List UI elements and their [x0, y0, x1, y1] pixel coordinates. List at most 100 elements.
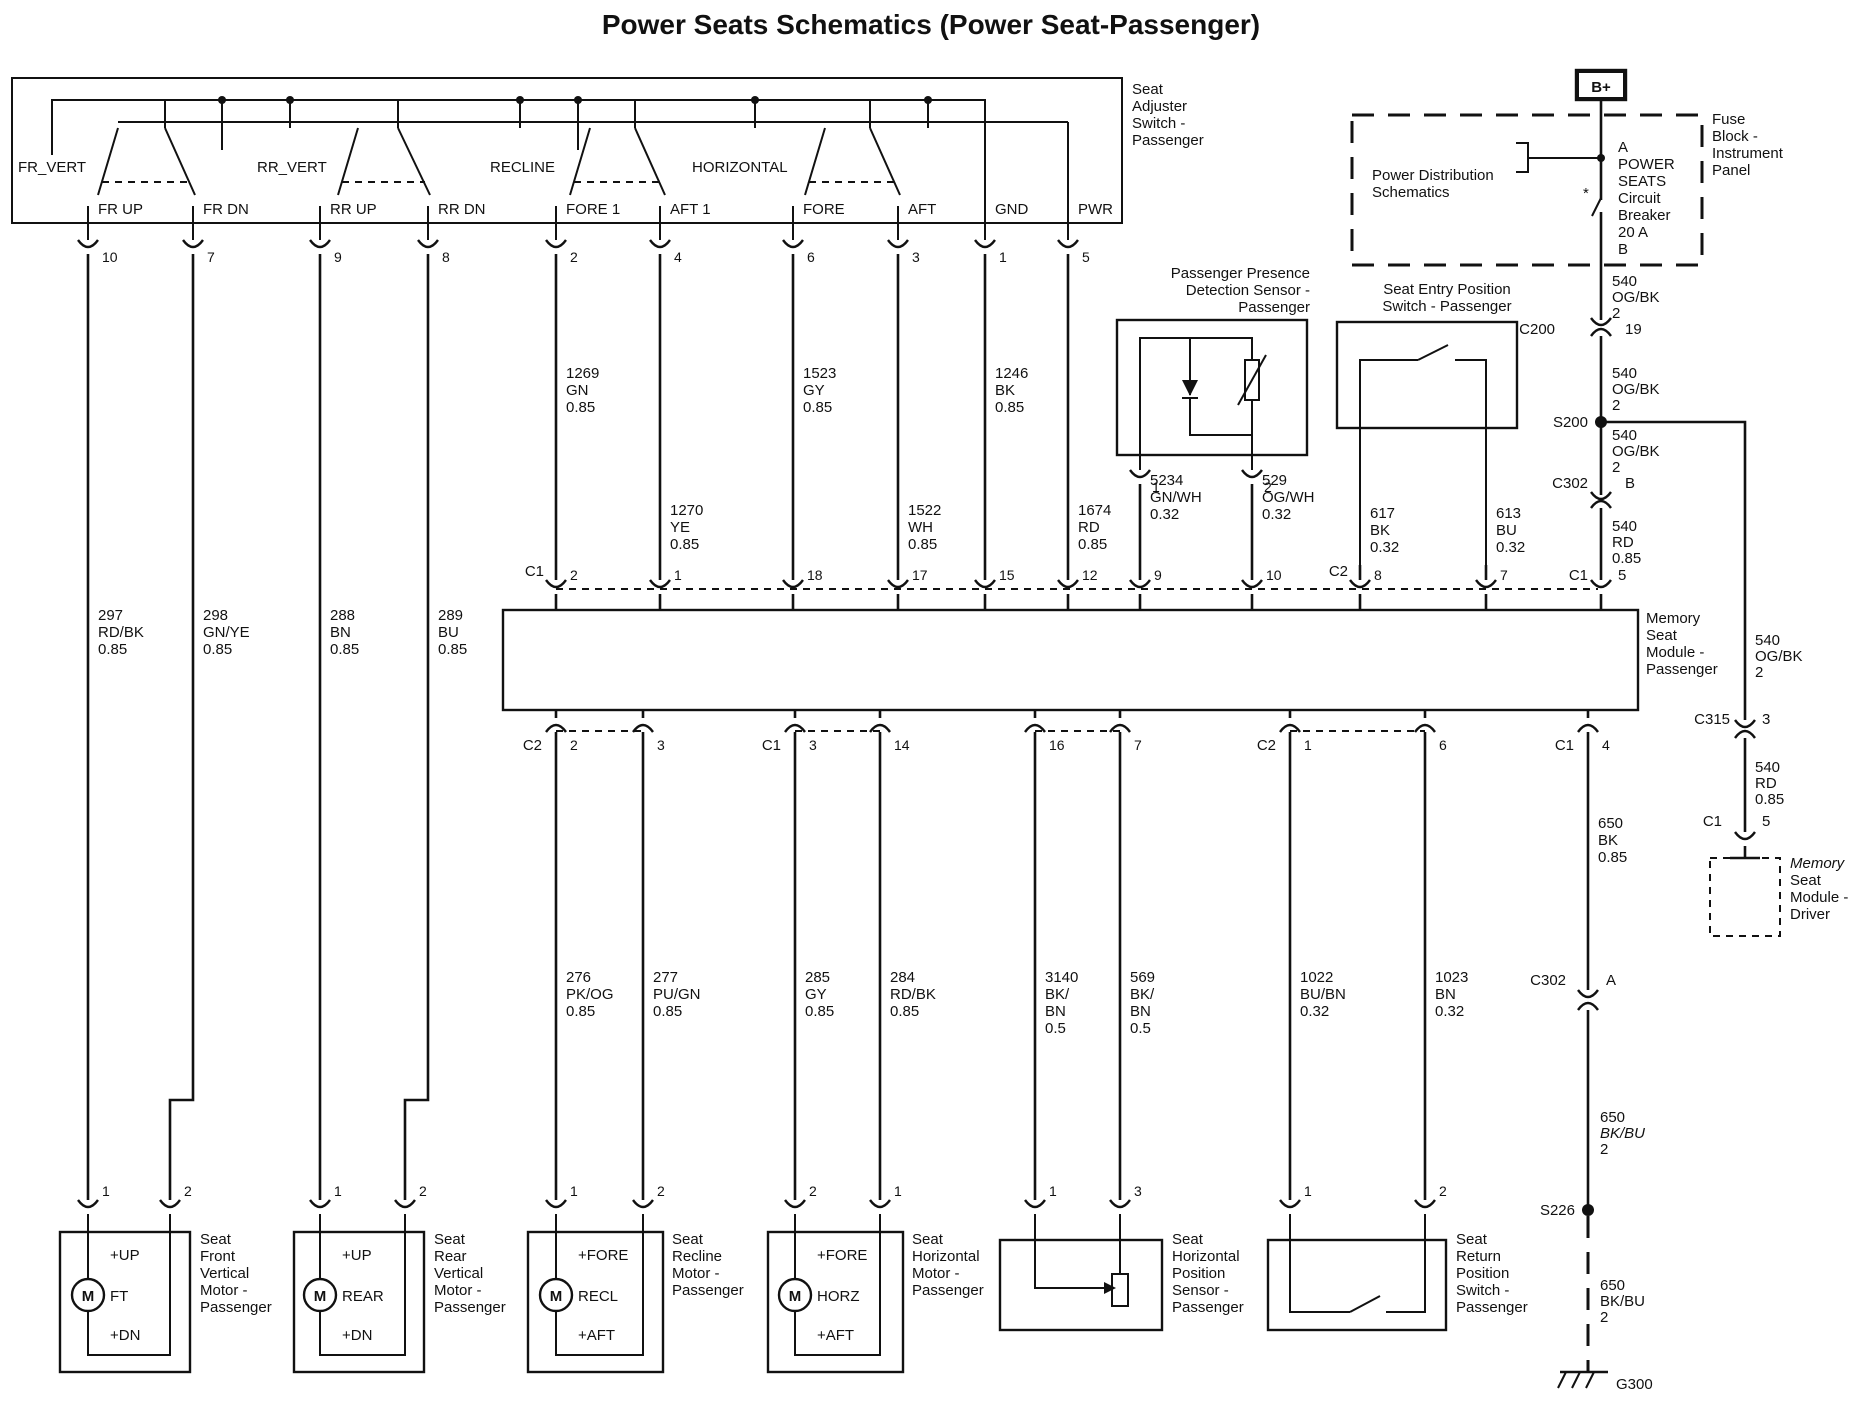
- svg-text:S200: S200: [1553, 414, 1588, 431]
- svg-text:20 A: 20 A: [1618, 224, 1648, 241]
- svg-text:Vertical: Vertical: [434, 1265, 483, 1282]
- svg-text:650: 650: [1600, 1277, 1625, 1294]
- svg-text:0.85: 0.85: [908, 536, 937, 553]
- svg-text:0.85: 0.85: [653, 1003, 682, 1020]
- switch-terminal: GND 1: [974, 201, 1029, 265]
- motor-icon: M: [789, 1288, 802, 1305]
- svg-text:Detection Sensor -: Detection Sensor -: [1186, 282, 1310, 299]
- svg-text:Memory: Memory: [1646, 610, 1701, 627]
- svg-text:GND: GND: [995, 201, 1029, 218]
- svg-text:285: 285: [805, 969, 830, 986]
- svg-text:GN: GN: [566, 382, 589, 399]
- svg-text:1: 1: [999, 249, 1007, 265]
- svg-text:9: 9: [334, 249, 342, 265]
- svg-text:5: 5: [1762, 813, 1770, 830]
- svg-text:10: 10: [1266, 567, 1282, 583]
- svg-text:Module -: Module -: [1646, 644, 1704, 661]
- svg-text:Horizontal: Horizontal: [1172, 1248, 1240, 1265]
- svg-text:Panel: Panel: [1712, 162, 1750, 179]
- svg-text:5: 5: [1082, 249, 1090, 265]
- svg-text:277: 277: [653, 969, 678, 986]
- switch-terminal: FR DN7: [182, 201, 249, 265]
- svg-text:B: B: [1618, 241, 1628, 258]
- svg-text:C1: C1: [1555, 737, 1574, 754]
- svg-text:Return: Return: [1456, 1248, 1501, 1265]
- svg-text:2: 2: [1612, 397, 1620, 414]
- svg-text:2: 2: [570, 567, 578, 583]
- svg-text:BN: BN: [330, 624, 351, 641]
- svg-text:C1: C1: [1569, 567, 1588, 584]
- svg-text:BK/BU: BK/BU: [1600, 1293, 1645, 1310]
- svg-text:Sensor -: Sensor -: [1172, 1282, 1229, 1299]
- svg-text:Motor -: Motor -: [200, 1282, 248, 1299]
- svg-text:8: 8: [442, 249, 450, 265]
- svg-text:5234: 5234: [1150, 472, 1183, 489]
- svg-text:0.85: 0.85: [438, 641, 467, 658]
- svg-text:RD: RD: [1612, 534, 1634, 551]
- svg-text:0.32: 0.32: [1435, 1003, 1464, 1020]
- motor-wire: [403, 254, 430, 1200]
- svg-text:1: 1: [1304, 1183, 1312, 1199]
- svg-text:Passenger: Passenger: [1238, 299, 1310, 316]
- svg-text:BN: BN: [1130, 1003, 1151, 1020]
- svg-text:BN: BN: [1045, 1003, 1066, 1020]
- svg-text:1523: 1523: [803, 365, 836, 382]
- svg-text:C1: C1: [1703, 813, 1722, 830]
- svg-text:C2: C2: [1329, 563, 1348, 580]
- svg-text:0.85: 0.85: [330, 641, 359, 658]
- svg-text:S226: S226: [1540, 1202, 1575, 1219]
- switch-group-fr-vert: FR_VERT: [18, 159, 86, 176]
- svg-text:1: 1: [1304, 737, 1312, 753]
- svg-text:Motor -: Motor -: [434, 1282, 482, 1299]
- page-title: Power Seats Schematics (Power Seat-Passe…: [602, 9, 1260, 40]
- svg-text:3: 3: [1762, 711, 1770, 728]
- svg-text:540: 540: [1755, 632, 1780, 649]
- svg-text:2: 2: [1600, 1309, 1608, 1326]
- svg-text:Seat: Seat: [1172, 1231, 1204, 1248]
- svg-text:Motor -: Motor -: [912, 1265, 960, 1282]
- svg-text:C315: C315: [1694, 711, 1730, 728]
- svg-text:613: 613: [1496, 505, 1521, 522]
- svg-text:Position: Position: [1456, 1265, 1509, 1282]
- svg-text:Horizontal: Horizontal: [912, 1248, 980, 1265]
- svg-text:1: 1: [1049, 1183, 1057, 1199]
- svg-text:3: 3: [657, 737, 665, 753]
- svg-text:0.85: 0.85: [1078, 536, 1107, 553]
- ground-path: C302 A 650 BK/BU 2 S226 650 BK/BU 2 G300: [1530, 972, 1653, 1393]
- svg-text:Vertical: Vertical: [200, 1265, 249, 1282]
- svg-text:540: 540: [1612, 518, 1637, 535]
- svg-text:+UP: +UP: [110, 1247, 140, 1264]
- svg-text:Passenger: Passenger: [1456, 1299, 1528, 1316]
- svg-text:SEATS: SEATS: [1618, 173, 1666, 190]
- svg-text:12: 12: [1082, 567, 1098, 583]
- svg-text:OG/BK: OG/BK: [1612, 381, 1660, 398]
- svg-text:C302: C302: [1552, 475, 1588, 492]
- svg-text:OG/BK: OG/BK: [1755, 648, 1803, 665]
- svg-text:GY: GY: [803, 382, 825, 399]
- svg-text:569: 569: [1130, 969, 1155, 986]
- svg-text:GN/WH: GN/WH: [1150, 489, 1202, 506]
- svg-text:Seat: Seat: [200, 1231, 232, 1248]
- svg-text:BK/: BK/: [1045, 986, 1070, 1003]
- memory-seat-module-driver: Memory Seat Module - Driver: [1709, 855, 1848, 937]
- svg-text:FR UP: FR UP: [98, 201, 143, 218]
- svg-text:C2: C2: [523, 737, 542, 754]
- svg-text:FR DN: FR DN: [203, 201, 249, 218]
- svg-text:Power Distribution: Power Distribution: [1372, 167, 1494, 184]
- svg-text:617: 617: [1370, 505, 1395, 522]
- passenger-presence-sensor: Passenger Presence Detection Sensor - Pa…: [1115, 265, 1310, 470]
- svg-text:Seat: Seat: [1790, 872, 1822, 889]
- svg-text:YE: YE: [670, 519, 690, 536]
- svg-text:C2: C2: [1257, 737, 1276, 754]
- svg-text:2: 2: [1612, 305, 1620, 322]
- svg-text:WH: WH: [908, 519, 933, 536]
- svg-text:Recline: Recline: [672, 1248, 722, 1265]
- svg-text:0.85: 0.85: [566, 399, 595, 416]
- switch-terminal: AFT 14: [649, 201, 711, 265]
- svg-text:+UP: +UP: [342, 1247, 372, 1264]
- svg-text:RD: RD: [1078, 519, 1100, 536]
